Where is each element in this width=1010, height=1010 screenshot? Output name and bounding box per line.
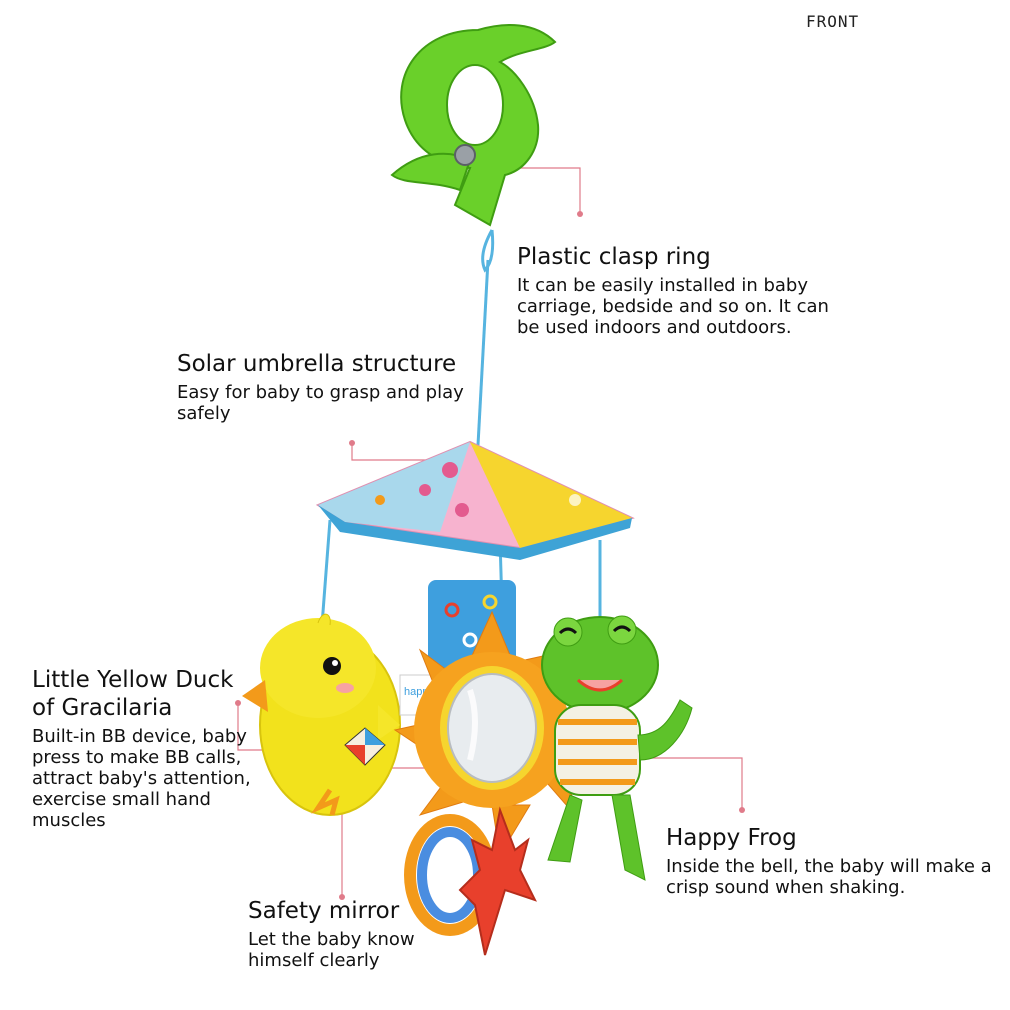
frog-title: Happy Frog bbox=[666, 825, 797, 851]
frog-callout: Happy Frog Inside the bell, the baby wil… bbox=[666, 824, 996, 898]
star-teether-icon bbox=[458, 806, 537, 956]
mirror-description: Let the baby know himself clearly bbox=[248, 929, 415, 971]
clasp-title: Plastic clasp ring bbox=[517, 244, 711, 270]
sunflower-mirror-icon bbox=[393, 610, 600, 857]
clasp-leader-dot bbox=[577, 211, 583, 217]
duck-foot-icon bbox=[311, 788, 340, 816]
umbrella-callout: Solar umbrella structure Easy for baby t… bbox=[177, 350, 477, 424]
solar-umbrella-icon bbox=[315, 440, 635, 560]
clasp-callout: Plastic clasp ring It can be easily inst… bbox=[517, 243, 837, 338]
duck-beak-icon bbox=[242, 680, 268, 712]
duck-title: Little Yellow Duck of Gracilaria bbox=[32, 667, 234, 721]
umbrella-leader-dot bbox=[349, 440, 355, 446]
yellow-duck-icon bbox=[242, 613, 401, 816]
front-label: FRONT bbox=[806, 12, 860, 31]
mirror-leader-dot bbox=[339, 894, 345, 900]
duck-leader-dot bbox=[235, 700, 241, 706]
safety-mirror-icon bbox=[447, 673, 537, 783]
frog-leader-line bbox=[612, 757, 743, 808]
top-loop-string bbox=[481, 229, 495, 273]
clasp-description: It can be easily installed in baby carri… bbox=[517, 275, 829, 338]
frog-description: Inside the bell, the baby will make a cr… bbox=[666, 856, 992, 898]
mirror-title: Safety mirror bbox=[248, 898, 400, 924]
duck-string bbox=[320, 519, 332, 626]
happy-frog-icon bbox=[541, 615, 693, 881]
plastic-clasp-icon bbox=[390, 24, 557, 227]
mirror-callout: Safety mirror Let the baby know himself … bbox=[248, 897, 428, 971]
duck-description: Built-in BB device, baby press to make B… bbox=[32, 726, 251, 831]
duck-callout: Little Yellow Duck of Gracilaria Built-i… bbox=[32, 666, 260, 831]
umbrella-title: Solar umbrella structure bbox=[177, 351, 457, 377]
main-string bbox=[476, 259, 490, 446]
teether-rings-icon bbox=[404, 806, 537, 956]
frog-leader-dot bbox=[739, 807, 745, 813]
leader-dots bbox=[235, 211, 745, 900]
umbrella-description: Easy for baby to grasp and play safely bbox=[177, 382, 464, 424]
